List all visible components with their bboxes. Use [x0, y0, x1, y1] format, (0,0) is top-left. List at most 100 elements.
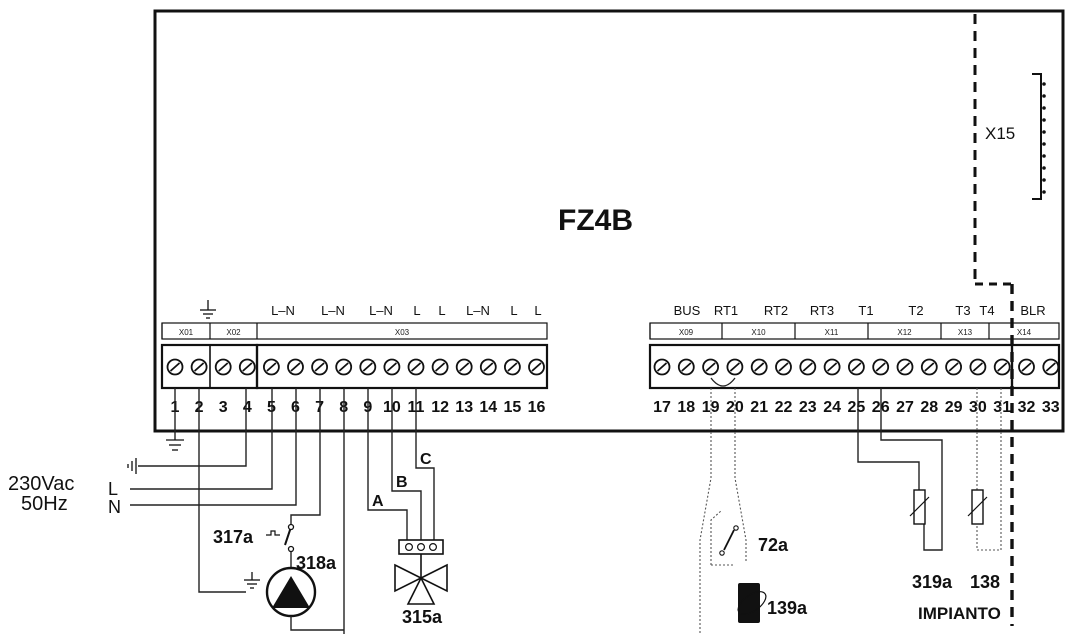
x15-pin	[1042, 178, 1046, 182]
sensor-138-wire-2	[976, 388, 1002, 551]
terminal-number: 21	[750, 399, 768, 416]
ground-symbol-earth	[166, 439, 184, 451]
terminal-11[interactable]	[407, 358, 425, 376]
terminal-number: 18	[677, 399, 695, 416]
room-unit-icon	[737, 583, 767, 623]
terminal-31[interactable]	[993, 358, 1011, 376]
terminal-7[interactable]	[311, 358, 329, 376]
valve-wire-b	[391, 388, 422, 540]
label-rt1: RT1	[714, 303, 738, 318]
ground-symbol-supply	[127, 458, 137, 474]
block-label-x02: X02	[226, 328, 241, 337]
terminal-19[interactable]	[702, 358, 719, 376]
terminal-number: 3	[219, 399, 228, 416]
terminal-6[interactable]	[287, 358, 304, 376]
terminal-number: 25	[848, 399, 866, 416]
sensor-319a-icon	[909, 489, 930, 525]
terminal-number: 31	[993, 399, 1011, 416]
terminal-3[interactable]	[214, 358, 232, 376]
label-blr: BLR	[1020, 303, 1045, 318]
terminal-number: 33	[1042, 399, 1060, 416]
terminal-26[interactable]	[872, 358, 890, 376]
terminal-number: 16	[528, 399, 546, 416]
valve-label: 315a	[402, 607, 443, 627]
terminal-28[interactable]	[920, 358, 938, 376]
terminal-number: 32	[1018, 399, 1036, 416]
sensor-138-label: 138	[970, 572, 1000, 592]
terminal-15[interactable]	[504, 358, 521, 376]
thermostat-wire	[290, 388, 321, 527]
terminal-number: 23	[799, 399, 817, 416]
terminal-10[interactable]	[383, 358, 401, 376]
terminal-17[interactable]	[653, 358, 671, 376]
valve-wire-a	[367, 388, 408, 540]
terminal-16[interactable]	[528, 358, 545, 376]
terminal-21[interactable]	[750, 358, 768, 376]
terminal-number: 29	[945, 399, 963, 416]
x15-pin	[1042, 190, 1046, 194]
terminal-2[interactable]	[190, 358, 208, 376]
terminal-18[interactable]	[677, 358, 695, 376]
connector-x15: X15	[985, 73, 1046, 200]
terminal-29[interactable]	[945, 358, 962, 376]
room-unit-label: 139a	[767, 598, 808, 618]
label-t1: T1	[858, 303, 873, 318]
supply-earth-wire	[138, 388, 247, 467]
terminal-30[interactable]	[969, 358, 987, 376]
x15-pin	[1042, 106, 1046, 110]
terminal-number: 19	[702, 399, 720, 416]
block-label-x12: X12	[897, 328, 912, 337]
x15-pin	[1042, 154, 1046, 158]
label-l-n-4: L–N	[466, 303, 490, 318]
terminal-number: 15	[504, 399, 522, 416]
label-t2: T2	[908, 303, 923, 318]
terminal-13[interactable]	[455, 358, 473, 376]
valve-wire-c	[415, 388, 435, 540]
terminal-strip-x03	[255, 343, 549, 390]
terminal-number: 12	[431, 399, 449, 416]
three-way-valve-icon	[394, 539, 448, 605]
terminal-25[interactable]	[848, 358, 865, 376]
sensor-319a-wire-1	[857, 388, 920, 490]
supply-neutral-wire	[130, 388, 297, 506]
pump-icon	[265, 566, 317, 618]
label-rt3: RT3	[810, 303, 834, 318]
valve-wire-a-label: A	[372, 493, 384, 510]
label-l-1: L	[413, 303, 420, 318]
terminal-23[interactable]	[799, 358, 817, 376]
terminal-27[interactable]	[896, 358, 914, 376]
ground-symbol-board	[200, 300, 216, 319]
terminal-number: 24	[823, 399, 841, 416]
terminal-number: 20	[726, 399, 744, 416]
terminal-24[interactable]	[823, 358, 841, 376]
terminal-22[interactable]	[775, 358, 792, 376]
supply-line-label: L	[108, 479, 118, 499]
terminal-9[interactable]	[359, 358, 377, 376]
valve-wire-b-label: B	[396, 474, 408, 491]
block-label-x03: X03	[395, 328, 410, 337]
x15-pin	[1042, 142, 1046, 146]
terminal-33[interactable]	[1042, 358, 1060, 376]
sensor-319a-label: 319a	[912, 572, 953, 592]
pump-label: 318a	[296, 553, 337, 573]
valve-wire-c-label: C	[420, 451, 432, 468]
terminal-14[interactable]	[479, 358, 497, 376]
sensor-319a-wire-2	[880, 388, 943, 551]
terminal-1[interactable]	[166, 358, 184, 376]
terminal-12[interactable]	[431, 358, 449, 376]
terminal-8[interactable]	[335, 358, 353, 376]
terminal-20[interactable]	[726, 358, 744, 376]
ground-symbol-pump	[244, 572, 260, 589]
terminal-4[interactable]	[238, 358, 256, 376]
label-t4: T4	[979, 303, 994, 318]
rt1-wire-right	[734, 388, 747, 563]
board-title: FZ4B	[558, 204, 633, 237]
supply-voltage: 230Vac	[8, 473, 74, 495]
rt1-wire-left	[699, 388, 712, 634]
supply-frequency: 50Hz	[21, 493, 68, 515]
thermostat-symbol-icon	[266, 530, 280, 536]
terminal-32[interactable]	[1018, 358, 1035, 376]
terminal-5[interactable]	[262, 358, 280, 376]
